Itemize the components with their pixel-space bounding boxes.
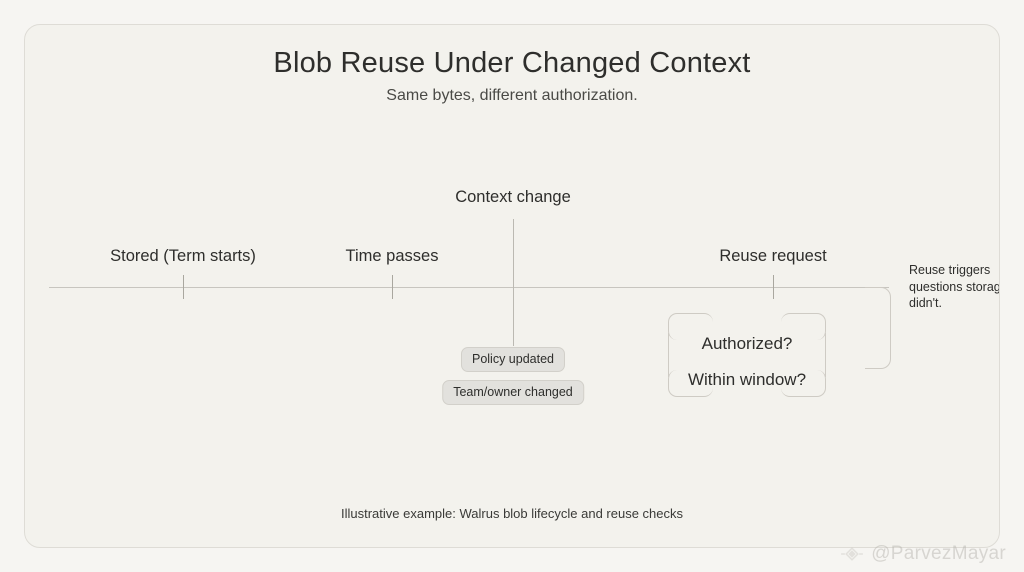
box-corner-top-right bbox=[781, 313, 826, 340]
diamond-logo-icon bbox=[841, 547, 864, 561]
box-side-right bbox=[825, 333, 826, 377]
watermark: @ParvezMayar bbox=[840, 542, 1006, 566]
watermark-handle: @ParvezMayar bbox=[871, 543, 1006, 564]
annotation-bracket bbox=[865, 287, 891, 369]
page-subtitle: Same bytes, different authorization. bbox=[386, 87, 638, 104]
box-corner-bottom-left bbox=[668, 370, 713, 397]
question-within-window: Within window? bbox=[687, 370, 807, 389]
timeline-label-time-passes: Time passes bbox=[345, 247, 439, 265]
timeline-tick-reuse-request bbox=[773, 275, 774, 299]
timeline-tick-stored bbox=[183, 275, 184, 299]
annotation-text: Reuse triggers questions storage didn't. bbox=[909, 263, 1000, 310]
timeline-axis bbox=[49, 287, 889, 288]
context-change-label: Context change bbox=[455, 188, 571, 206]
box-corner-top-left bbox=[668, 313, 713, 340]
question-authorized: Authorized? bbox=[701, 334, 793, 353]
pill-policy-updated: Policy updated bbox=[460, 347, 566, 373]
diagram-card: Blob Reuse Under Changed Context Same by… bbox=[24, 24, 1000, 548]
timeline-label-stored: Stored (Term starts) bbox=[110, 247, 256, 265]
pill-team-owner-changed: Team/owner changed bbox=[442, 380, 584, 406]
context-change-connector bbox=[513, 219, 514, 346]
timeline-tick-time-passes bbox=[392, 275, 393, 299]
box-corner-bottom-right bbox=[781, 370, 826, 397]
timeline-label-reuse-request: Reuse request bbox=[719, 247, 827, 265]
page-title: Blob Reuse Under Changed Context bbox=[273, 47, 751, 79]
questions-box: Authorized? Within window? bbox=[668, 313, 826, 397]
box-side-left bbox=[668, 333, 669, 377]
footer-caption: Illustrative example: Walrus blob lifecy… bbox=[341, 506, 683, 521]
